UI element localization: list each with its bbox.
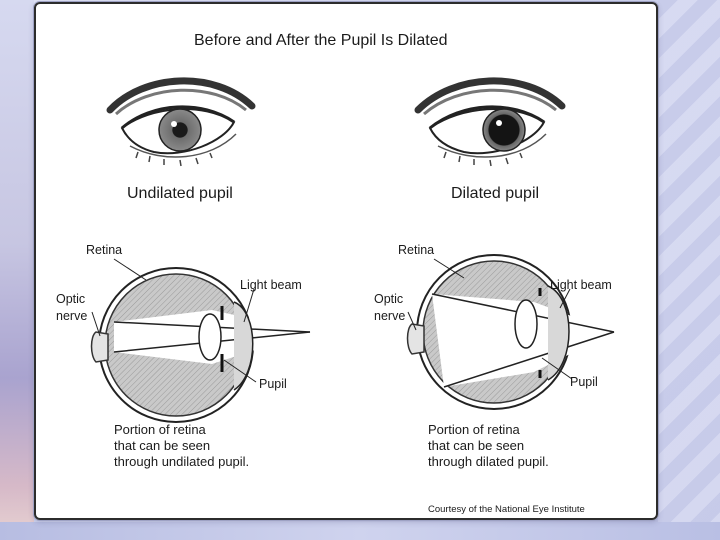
undilated-caption: Undilated pupil [127, 185, 233, 202]
background-bottom-strip [0, 522, 720, 540]
diagram-artwork [90, 77, 615, 423]
right-portion-text: Portion of retina that can be seen throu… [428, 422, 549, 469]
dilated-cross-section [406, 254, 615, 410]
diagram-frame [34, 2, 658, 520]
background-left-strip [0, 0, 34, 540]
diagram-panel: Before and After the Pupil Is Dilated Un… [34, 2, 658, 520]
left-pupil-label: Pupil [259, 377, 287, 391]
left-portion-text: Portion of retina that can be seen throu… [114, 422, 250, 469]
right-light-beam-label: Light beam [550, 278, 612, 292]
left-retina-label: Retina [86, 243, 123, 257]
right-optic-nerve-label: Optic nerve [374, 292, 406, 323]
left-optic-nerve-label: Optic nerve [56, 292, 88, 323]
diagram-title: Before and After the Pupil Is Dilated [194, 32, 448, 49]
undilated-eye-illustration [106, 77, 256, 167]
credit-text: Courtesy of the National Eye Institute [428, 504, 585, 515]
dilated-caption: Dilated pupil [451, 185, 540, 202]
undilated-cross-section [90, 258, 311, 423]
dilated-eye-illustration [414, 77, 566, 167]
left-light-beam-label: Light beam [240, 278, 302, 292]
right-pupil-label: Pupil [570, 375, 598, 389]
background-right-pattern [658, 0, 720, 540]
right-retina-label: Retina [398, 243, 435, 257]
